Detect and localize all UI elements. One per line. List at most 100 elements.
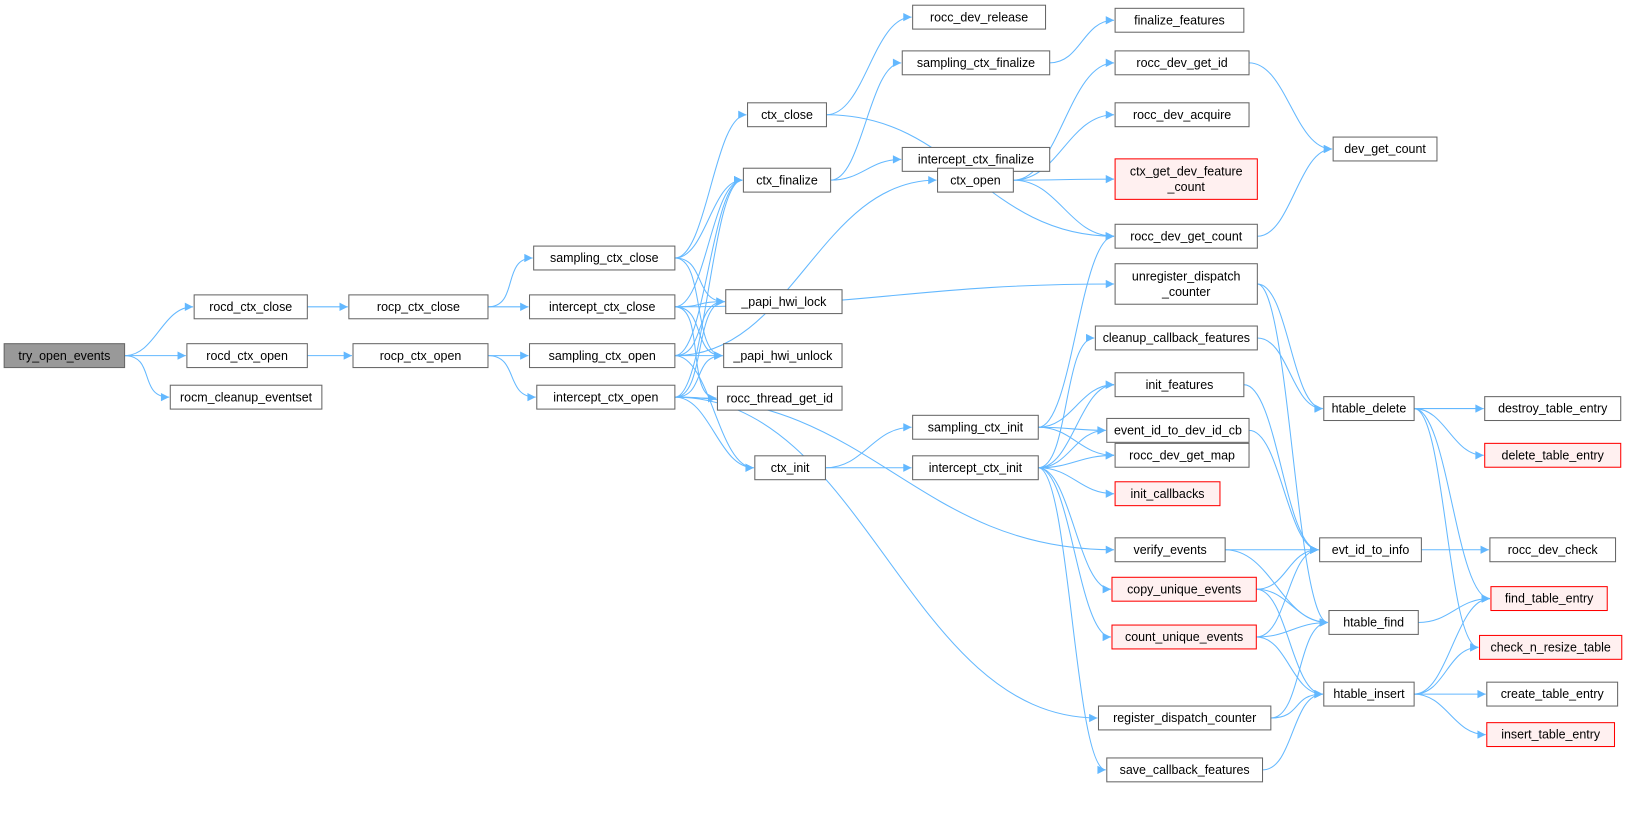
edge-rocp_ctx_open-to-intercept_ctx_open	[487, 355, 536, 402]
node-ctx-get-dev-feature-count[interactable]: ctx_get_dev_feature_count	[1114, 158, 1258, 200]
node-intercept-ctx-close[interactable]: intercept_ctx_close	[528, 294, 676, 320]
node-label: sampling_ctx_open	[549, 349, 656, 363]
node-ctx-open[interactable]: ctx_open	[937, 167, 1014, 193]
node-save-callback-features[interactable]: save_callback_features	[1106, 757, 1264, 783]
node-intercept-ctx-open[interactable]: intercept_ctx_open	[536, 384, 676, 410]
node-insert-table-entry[interactable]: insert_table_entry	[1486, 722, 1616, 748]
node-event-id-to-dev-id-cb[interactable]: event_id_to_dev_id_cb	[1106, 417, 1250, 443]
node-ctx-init[interactable]: ctx_init	[754, 455, 826, 481]
node-rocc-thread-get-id[interactable]: rocc_thread_get_id	[716, 385, 843, 411]
node-label: _papi_hwi_unlock	[732, 349, 833, 363]
node-label: ctx_get_dev_feature	[1130, 164, 1243, 178]
node-rocc-dev-acquire[interactable]: rocc_dev_acquire	[1114, 102, 1250, 128]
node-box	[1484, 396, 1622, 422]
edge-copy_unique_events-to-htable_find	[1256, 588, 1328, 627]
node-register-dispatch-counter[interactable]: register_dispatch_counter	[1097, 705, 1272, 731]
edge-intercept_ctx_init-to-init_features	[1038, 380, 1115, 469]
node-delete-table-entry[interactable]: delete_table_entry	[1484, 442, 1622, 468]
edge-ctx_open-to-ctx_get_dev_feature_count	[1013, 174, 1115, 184]
node-rocc-dev-release[interactable]: rocc_dev_release	[912, 4, 1047, 30]
edge-intercept_ctx_open-to-_papi_hwi_unlock	[674, 351, 723, 398]
node-ctx-close[interactable]: ctx_close	[747, 102, 827, 128]
node-init-callbacks[interactable]: init_callbacks	[1114, 481, 1221, 507]
node-destroy-table-entry[interactable]: destroy_table_entry	[1484, 396, 1622, 422]
node-label: register_dispatch_counter	[1113, 711, 1256, 725]
edge-sampling_ctx_close-to-ctx_finalize	[674, 176, 743, 259]
node-finalize-features[interactable]: finalize_features	[1114, 7, 1245, 33]
node-check-n-resize-table[interactable]: check_n_resize_table	[1479, 634, 1623, 660]
node-unregister-dispatch-counter[interactable]: unregister_dispatch_counter	[1114, 263, 1258, 305]
node-find-table-entry[interactable]: find_table_entry	[1490, 586, 1608, 612]
node-label: save_callback_features	[1120, 763, 1250, 777]
node-copy-unique-events[interactable]: copy_unique_events	[1111, 576, 1257, 602]
node-sampling-ctx-init[interactable]: sampling_ctx_init	[912, 414, 1039, 440]
edge-count_unique_events-to-evt_id_to_info	[1256, 545, 1319, 638]
node-htable-delete[interactable]: htable_delete	[1323, 396, 1415, 422]
node-papi-hwi-lock[interactable]: _papi_hwi_lock	[725, 289, 843, 315]
node-box	[528, 294, 676, 320]
node-label: intercept_ctx_finalize	[918, 153, 1034, 167]
node-rocp-ctx-close[interactable]: rocp_ctx_close	[348, 294, 489, 320]
node-box	[1489, 537, 1617, 563]
node-rocd-ctx-open[interactable]: rocd_ctx_open	[186, 343, 308, 369]
node-create-table-entry[interactable]: create_table_entry	[1486, 681, 1619, 707]
node-htable-find[interactable]: htable_find	[1328, 610, 1419, 635]
edge-sampling_ctx_close-to-ctx_close	[674, 110, 747, 259]
node-verify-events[interactable]: verify_events	[1114, 537, 1226, 563]
node-rocc-dev-get-map[interactable]: rocc_dev_get_map	[1114, 442, 1250, 468]
node-label: event_id_to_dev_id_cb	[1114, 424, 1242, 438]
node-label: rocd_ctx_open	[206, 349, 288, 363]
node-dev-get-count[interactable]: dev_get_count	[1332, 136, 1438, 162]
node-label: rocc_dev_get_map	[1129, 448, 1235, 462]
node-label: rocd_ctx_close	[209, 300, 292, 314]
node-rocc-dev-check[interactable]: rocc_dev_check	[1489, 537, 1617, 563]
node-label: htable_find	[1343, 616, 1404, 630]
edge-ctx_open-to-rocc_dev_get_id	[1013, 58, 1115, 181]
node-sampling-ctx-finalize[interactable]: sampling_ctx_finalize	[901, 50, 1051, 76]
node-papi-hwi-unlock[interactable]: _papi_hwi_unlock	[723, 343, 843, 369]
node-label: evt_id_to_info	[1332, 543, 1410, 557]
node-box	[536, 384, 676, 410]
node-label: check_n_resize_table	[1490, 641, 1610, 655]
node-rocc-dev-get-count[interactable]: rocc_dev_get_count	[1114, 223, 1258, 249]
edge-ctx_open-to-rocc_dev_acquire	[1013, 110, 1115, 181]
node-htable-insert[interactable]: htable_insert	[1323, 681, 1415, 707]
node-box	[1106, 417, 1250, 443]
node-label: unregister_dispatch	[1132, 269, 1241, 283]
node-label: init_features	[1146, 378, 1214, 392]
node-box	[1111, 576, 1257, 602]
node-rocm-cleanup-eventset[interactable]: rocm_cleanup_eventset	[169, 384, 323, 410]
node-box	[1486, 681, 1619, 707]
edge-intercept_ctx_init-to-cleanup_callback_features	[1038, 333, 1095, 469]
node-intercept-ctx-init[interactable]: intercept_ctx_init	[912, 455, 1039, 481]
edge-htable_delete-to-delete_table_entry	[1414, 408, 1484, 460]
node-box	[1114, 158, 1258, 200]
node-label: verify_events	[1133, 543, 1206, 557]
node-label: sampling_ctx_finalize	[917, 56, 1035, 70]
edge-intercept_ctx_init-to-init_callbacks	[1038, 467, 1115, 498]
edge-intercept_ctx_init-to-count_unique_events	[1038, 467, 1112, 642]
edge-intercept_ctx_init-to-copy_unique_events	[1038, 467, 1111, 594]
node-box	[725, 289, 843, 315]
node-init-features[interactable]: init_features	[1114, 372, 1245, 398]
node-label: sampling_ctx_init	[928, 420, 1024, 434]
node-sampling-ctx-open[interactable]: sampling_ctx_open	[528, 343, 676, 369]
node-rocp-ctx-open[interactable]: rocp_ctx_open	[352, 343, 489, 369]
node-evt-id-to-info[interactable]: evt_id_to_info	[1319, 537, 1422, 563]
edge-try_open_events-to-rocm_cleanup_eventset	[124, 355, 170, 402]
node-try-open-events[interactable]: try_open_events	[3, 343, 126, 369]
node-rocc-dev-get-id[interactable]: rocc_dev_get_id	[1114, 50, 1250, 76]
node-ctx-finalize[interactable]: ctx_finalize	[742, 167, 832, 193]
node-count-unique-events[interactable]: count_unique_events	[1111, 624, 1257, 650]
node-box	[3, 343, 126, 369]
edge-intercept_ctx_init-to-event_id_to_dev_id_cb	[1038, 426, 1106, 469]
node-rocd-ctx-close[interactable]: rocd_ctx_close	[193, 294, 308, 320]
edge-sampling_ctx_open-to-ctx_init	[674, 355, 754, 472]
node-sampling-ctx-close[interactable]: sampling_ctx_close	[533, 245, 676, 271]
edge-sampling_ctx_init-to-init_features	[1038, 380, 1115, 428]
edge-intercept_ctx_init-to-rocc_dev_get_map	[1038, 451, 1115, 469]
node-cleanup-callback-features[interactable]: cleanup_callback_features	[1094, 325, 1258, 351]
node-label: rocc_dev_get_count	[1130, 229, 1243, 243]
edge-event_id_to_dev_id_cb-to-evt_id_to_info	[1248, 429, 1319, 554]
node-label: rocm_cleanup_eventset	[180, 390, 313, 404]
